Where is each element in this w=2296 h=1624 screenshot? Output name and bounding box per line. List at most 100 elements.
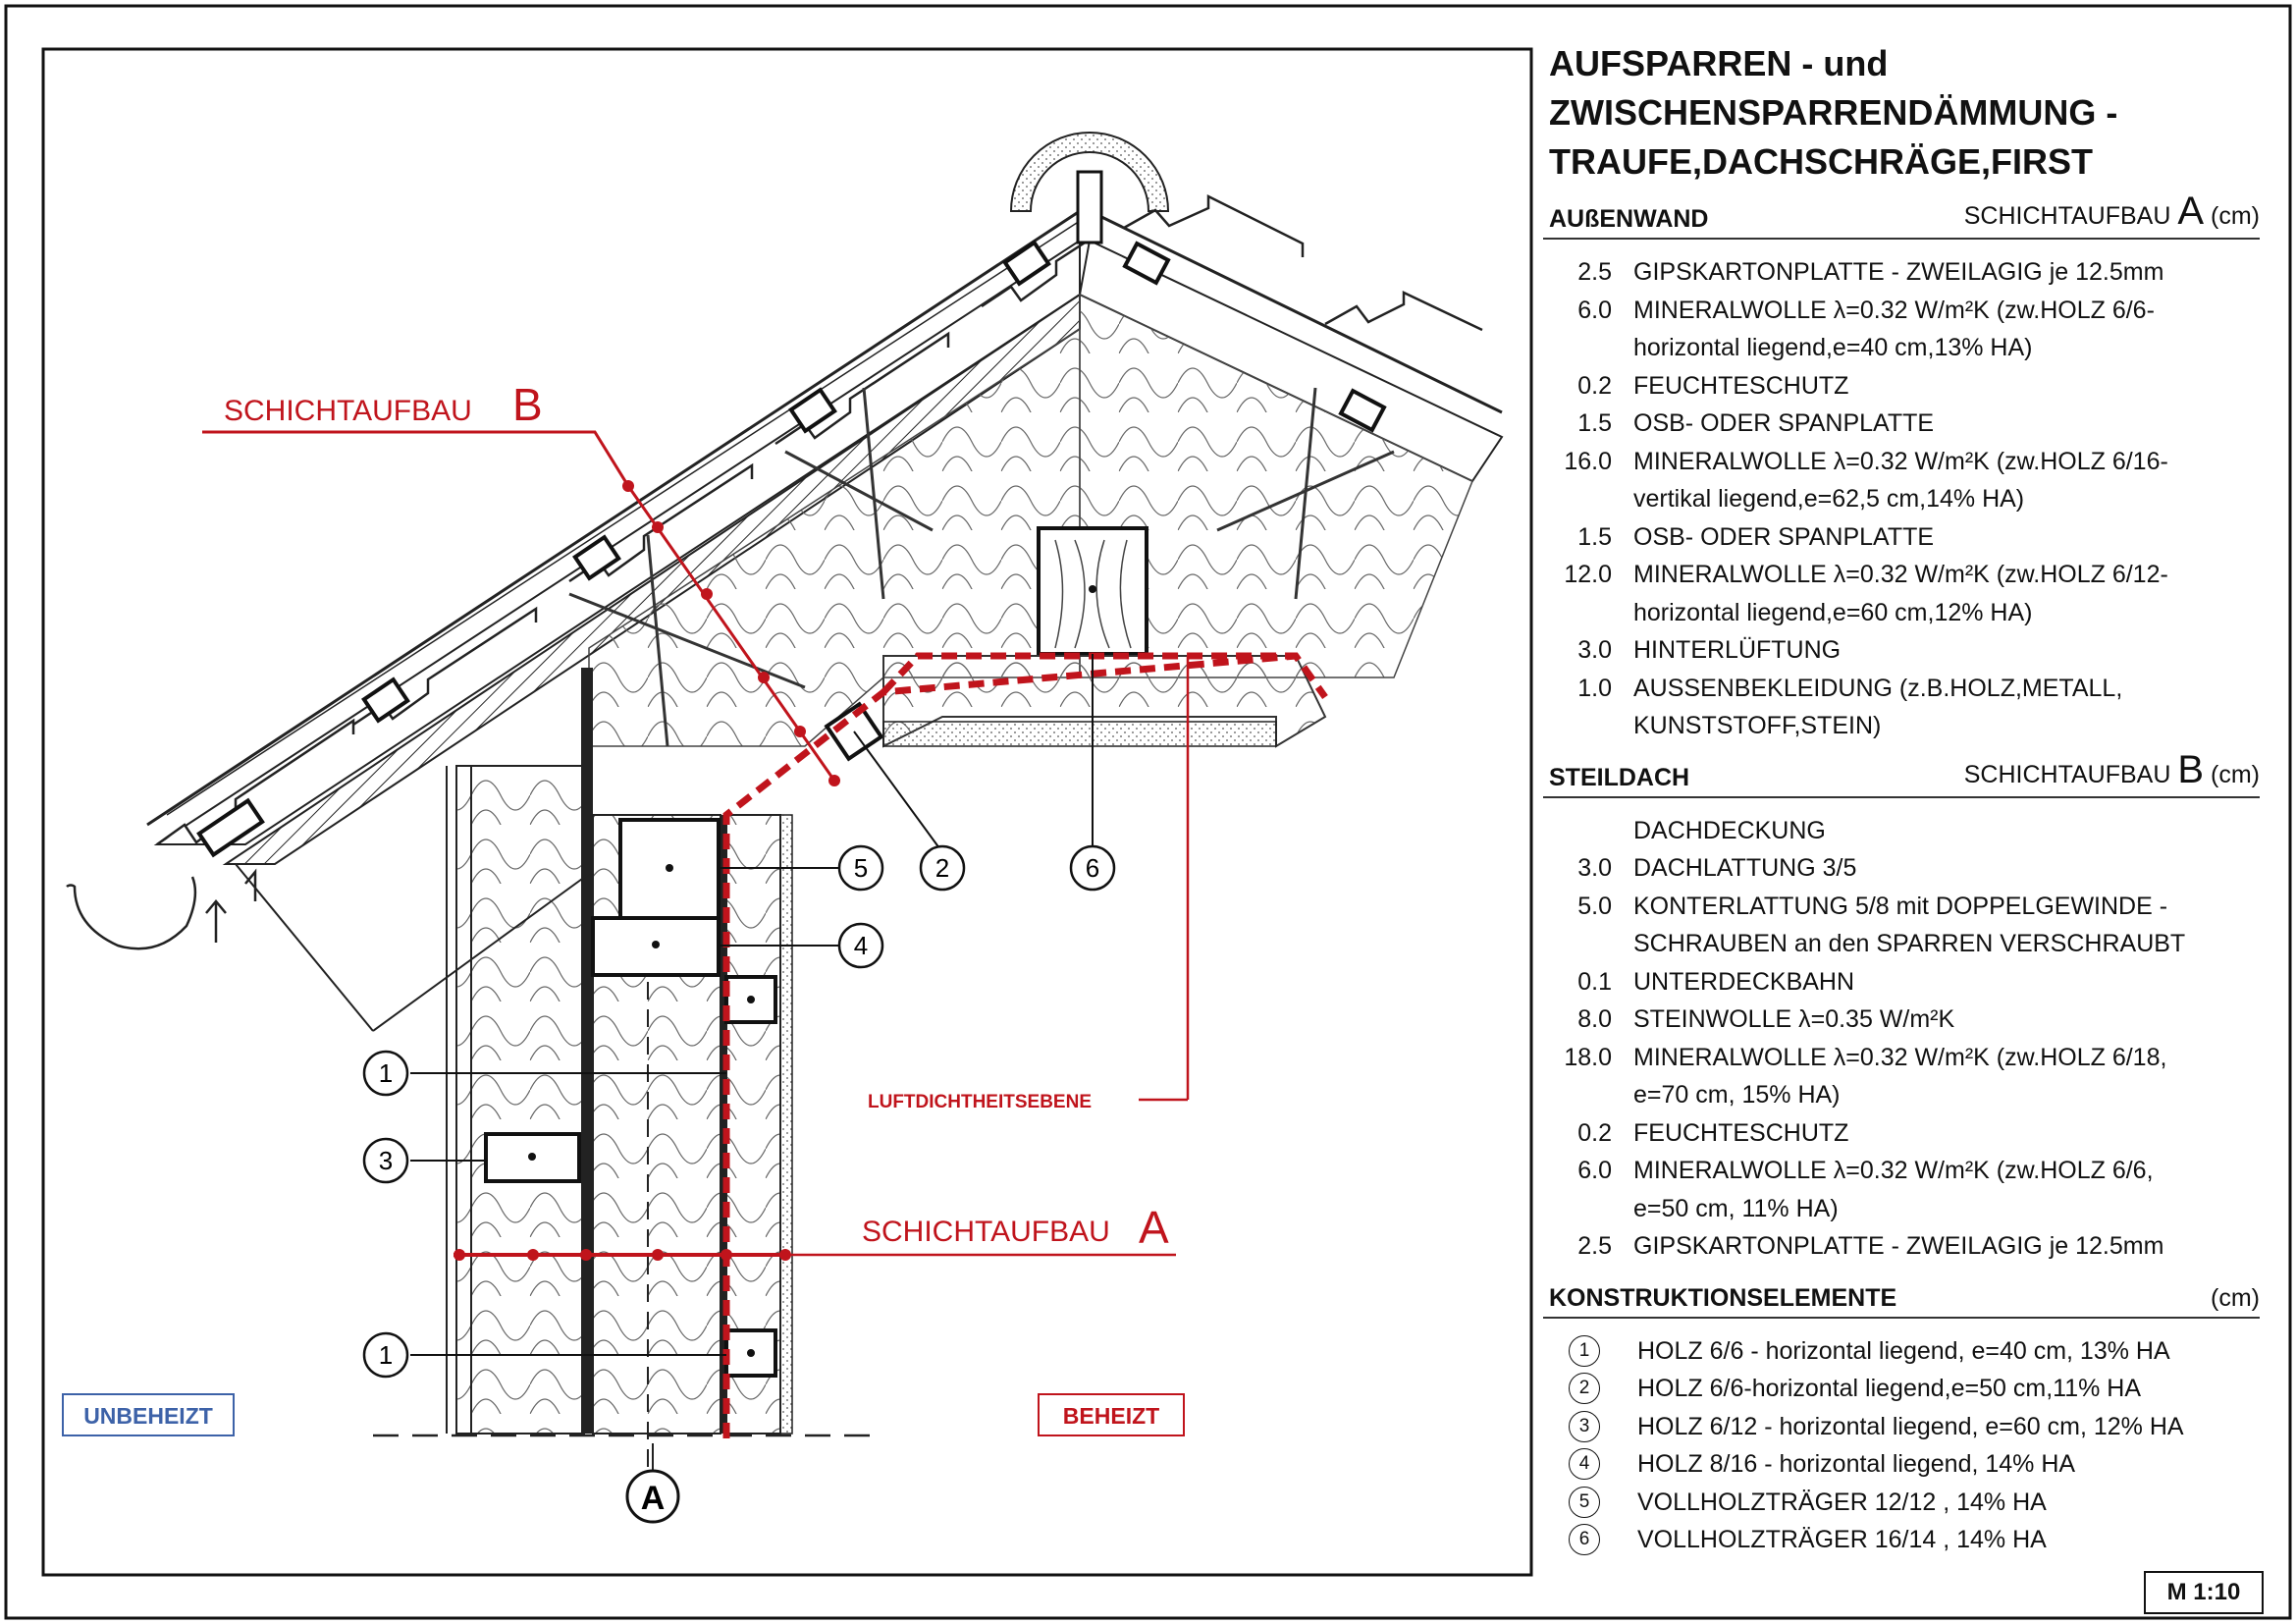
layer-thickness: 0.2 [1577,371,1612,400]
layer-description: DACHDECKUNG [1633,816,1826,844]
aussenwand-header: AUßENWAND SCHICHTAUFBAU A (cm) [1543,189,2260,240]
layer-thickness [1543,925,1633,963]
section-mark-label: A [641,1480,666,1517]
konstruktion-label: KONSTRUKTIONSELEMENTE [1549,1283,1897,1312]
layer-description: HINTERLÜFTUNG [1633,636,1842,664]
element-number-badge: 1 [1569,1334,1600,1367]
layer-row: 3.0 HINTERLÜFTUNG [1543,631,2260,670]
layer-description: MINERALWOLLE λ=0.32 W/m²K (zw.HOLZ 6/12- [1633,561,2168,588]
layer-thickness: 18.0 [1564,1043,1612,1071]
element-description: VOLLHOLZTRÄGER 16/14 , 14% HA [1637,1526,2047,1553]
layer-thickness: 6.0 [1577,1157,1612,1184]
konstruktion-header: KONSTRUKTIONSELEMENTE (cm) [1543,1275,2260,1319]
konstruktion-list: 1 HOLZ 6/6 - horizontal liegend, e=40 cm,… [1543,1332,2260,1559]
element-description: HOLZ 6/6 - horizontal liegend, e=40 cm, … [1637,1336,2170,1365]
layer-row: vertikal liegend,e=62,5 cm,14% HA) [1543,480,2260,518]
layer-thickness: 6.0 [1577,296,1612,324]
ridge-cap [1009,132,1170,244]
layer-description: AUSSENBEKLEIDUNG (z.B.HOLZ,METALL, [1633,674,2123,702]
layer-thickness: 1.5 [1577,409,1612,437]
layer-description: FEUCHTESCHUTZ [1633,1118,1849,1147]
layer-description: MINERALWOLLE λ=0.32 W/m²K (zw.HOLZ 6/6- [1633,296,2155,324]
svg-text:3: 3 [379,1146,393,1175]
section-line-a [454,1249,1176,1261]
layer-row: 1.0 AUSSENBEKLEIDUNG (z.B.HOLZ,METALL, [1543,670,2260,708]
callout-4: 4 [837,922,884,969]
luftdichtheitsebene-label: LUFTDICHTHEITSEBENE [868,1092,1092,1112]
title-line-3: TRAUFE,DACHSCHRÄGE,FIRST [1549,141,2093,182]
layer-row: 0.1 UNTERDECKBAHN [1543,963,2260,1001]
wall-section [373,668,883,1473]
layer-thickness: 1.0 [1577,674,1612,702]
layer-thickness [1543,480,1633,518]
schichtaufbau-b-label: SCHICHTAUFBAU [224,395,472,427]
layer-description: KUNSTSTOFF,STEIN) [1633,712,1882,739]
layer-row: KUNSTSTOFF,STEIN) [1543,707,2260,745]
screws [568,387,1395,747]
layer-description: horizontal liegend,e=60 cm,12% HA) [1633,598,2033,626]
layer-thickness: 0.2 [1577,1118,1612,1147]
scale-box: M 1:10 [2144,1571,2264,1614]
ridge-beam [1037,526,1148,656]
layer-thickness: 3.0 [1577,636,1612,664]
layer-description: SCHRAUBEN an den SPARREN VERSCHRAUBT [1633,930,2186,957]
title-line-1: AUFSPARREN - und [1549,43,1889,83]
callout-leaders [410,654,1094,1356]
layer-thickness [1543,594,1633,632]
drawing-title: AUFSPARREN - und ZWISCHENSPARRENDÄMMUNG … [1543,39,2260,187]
layer-row: 6.0 MINERALWOLLE λ=0.32 W/m²K (zw.HOLZ 6/… [1543,292,2260,330]
layer-row: e=50 cm, 11% HA) [1543,1190,2260,1228]
layer-row: horizontal liegend,e=60 cm,12% HA) [1543,594,2260,632]
beheizt-badge [1038,1393,1185,1436]
layer-thickness: 3.0 [1577,854,1612,882]
svg-text:1: 1 [379,1340,393,1370]
callout-5: 5 [837,844,884,892]
beheizt-label: BEHEIZT [1063,1403,1159,1429]
layer-thickness: 12.0 [1564,561,1612,588]
layer-thickness [1543,1076,1633,1114]
title-line-2: ZWISCHENSPARRENDÄMMUNG - [1549,92,2118,133]
svg-text:2: 2 [935,853,949,883]
section-mark-circle [625,1469,680,1524]
airtight-layer [722,652,1328,1438]
steildach-subtitle: SCHICHTAUFBAU B (cm) [1963,747,2260,791]
layer-row: 1.5 OSB- ODER SPANPLATTE [1543,405,2260,443]
callout-1b: 1 [362,1331,409,1379]
soffit-board [372,873,590,1032]
roof-right-slope [1078,193,1504,678]
layer-thickness: 16.0 [1564,447,1612,475]
element-number-badge: 5 [1569,1486,1600,1518]
drawing-frame [41,47,1533,1577]
layer-description: UNTERDECKBAHN [1633,967,1855,996]
element-number-badge: 6 [1569,1524,1600,1556]
callout-3: 3 [362,1137,409,1184]
layer-description: FEUCHTESCHUTZ [1633,371,1849,400]
layer-thickness [1543,1190,1633,1228]
steildach-label: STEILDACH [1549,763,1690,791]
layer-description: STEINWOLLE λ=0.35 W/m²K [1633,1005,1955,1033]
layer-description: MINERALWOLLE λ=0.32 W/m²K (zw.HOLZ 6/16- [1633,447,2168,475]
layer-row: 0.2 FEUCHTESCHUTZ [1543,367,2260,406]
schichtaufbau-a-label: SCHICHTAUFBAU [862,1216,1110,1248]
aussenwand-subtitle: SCHICHTAUFBAU A (cm) [1963,189,2260,233]
layer-thickness: 1.5 [1577,522,1612,551]
sheet-border [4,4,2292,1620]
layer-description: OSB- ODER SPANPLATTE [1633,409,1935,437]
battens [196,240,1387,858]
layer-thickness: 0.1 [1577,967,1612,996]
layer-thickness: 2.5 [1577,1232,1612,1260]
svg-text:4: 4 [854,931,868,960]
callout-6: 6 [1069,844,1116,892]
layer-row: 16.0 MINERALWOLLE λ=0.32 W/m²K (zw.HOLZ 6… [1543,443,2260,481]
layer-thickness: 8.0 [1577,1005,1612,1033]
layer-row: e=70 cm, 15% HA) [1543,1076,2260,1114]
